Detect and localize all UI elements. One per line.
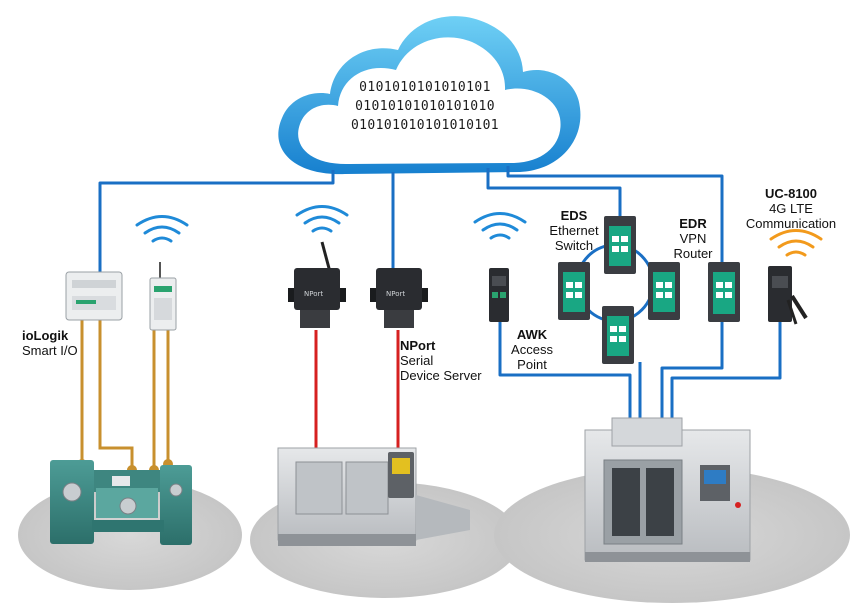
milling-machine bbox=[584, 417, 751, 562]
binary-row-1: 0101010101010101 bbox=[359, 80, 491, 95]
cloud-binary-text: 0101010101010101 01010101010101010 01010… bbox=[300, 78, 550, 135]
binary-row-2: 01010101010101010 bbox=[355, 99, 495, 114]
wifi-icon bbox=[135, 205, 527, 243]
nport-line-2: Device Server bbox=[400, 368, 482, 383]
uc8100-line-2: Communication bbox=[745, 216, 837, 231]
lathe-machine bbox=[50, 460, 192, 545]
nport-brand-wireless: NPort bbox=[304, 290, 323, 298]
edr-line-2: Router bbox=[673, 246, 713, 261]
link-cloud-iologik bbox=[98, 170, 335, 275]
edr-router bbox=[708, 262, 740, 322]
edr-label: EDR VPN Router bbox=[662, 216, 724, 261]
link-uc8100-mill bbox=[670, 322, 782, 428]
awk-label: AWK Access Point bbox=[506, 327, 558, 372]
eds-line-1: Ethernet bbox=[549, 223, 599, 238]
iologik-label: ioLogik Smart I/O bbox=[22, 328, 78, 358]
edr-line-1: VPN bbox=[679, 231, 707, 246]
awk-device bbox=[489, 268, 509, 322]
eds-switch-left bbox=[558, 262, 590, 320]
iologik-subtitle: Smart I/O bbox=[22, 343, 78, 358]
iologik-title: ioLogik bbox=[22, 328, 69, 343]
eds-line-2: Switch bbox=[554, 238, 594, 253]
awk-title: AWK bbox=[516, 327, 548, 342]
cloud-icon bbox=[278, 16, 581, 175]
eds-label: EDS Ethernet Switch bbox=[538, 208, 610, 253]
eds-switch-right bbox=[648, 262, 680, 320]
link-cloud-eds bbox=[486, 168, 622, 218]
io-wires bbox=[80, 315, 170, 468]
uc8100-label: UC-8100 4G LTE Communication bbox=[738, 186, 844, 231]
iologik-module bbox=[149, 262, 177, 331]
nport-brand: NPort bbox=[386, 290, 405, 298]
eds-switch-top bbox=[604, 216, 636, 274]
nport-line-1: Serial bbox=[400, 353, 434, 368]
uc8100-title: UC-8100 bbox=[764, 186, 818, 201]
cnc-machine bbox=[277, 447, 470, 546]
edr-title: EDR bbox=[679, 216, 707, 231]
link-awk-mill bbox=[498, 320, 632, 428]
uc8100-device bbox=[768, 266, 808, 325]
nport-title: NPort bbox=[400, 338, 436, 353]
binary-row-3: 010101010101010101 bbox=[350, 118, 500, 133]
uc8100-line-1: 4G LTE bbox=[769, 201, 813, 216]
awk-line-2: Point bbox=[517, 357, 547, 372]
nport-device: NPort bbox=[370, 268, 428, 328]
serial-cables bbox=[314, 330, 400, 448]
link-cloud-edr bbox=[506, 166, 724, 262]
eds-switch-bottom bbox=[602, 306, 634, 364]
eds-title: EDS bbox=[560, 208, 588, 223]
nport-label: NPort Serial Device Server bbox=[400, 338, 482, 383]
iologik-device bbox=[65, 271, 123, 321]
link-edr-mill bbox=[660, 322, 724, 428]
cellular-signal-icon bbox=[769, 229, 823, 257]
nport-wireless-device: NPort bbox=[288, 241, 346, 328]
awk-line-1: Access bbox=[511, 342, 553, 357]
